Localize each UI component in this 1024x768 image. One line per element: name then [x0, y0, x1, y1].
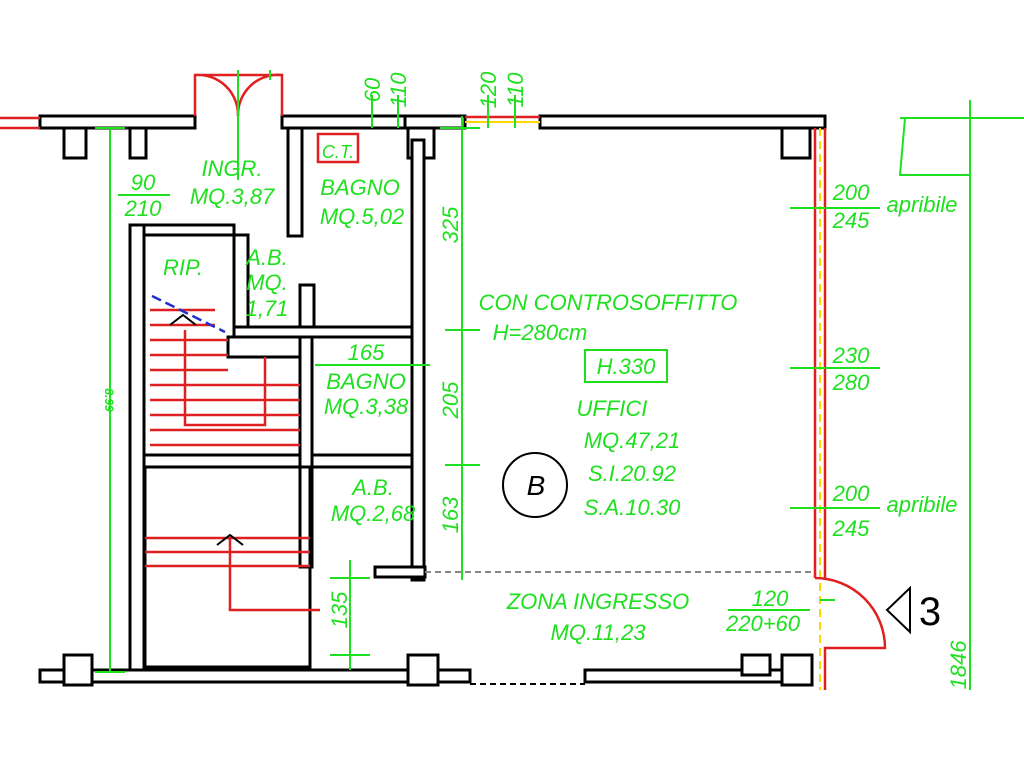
dim-325: 325: [438, 206, 463, 243]
labels: INGR. MQ.3,87 C.T. BAGNO MQ.5,02 90 210 …: [102, 71, 971, 690]
bagno2-width: 165: [348, 340, 385, 365]
ab2-area: MQ.2,68: [331, 501, 416, 526]
ab2-name: A.B.: [350, 475, 394, 500]
ab1-name: A.B.: [244, 245, 288, 270]
dim-overall-left: 8.99: [102, 388, 116, 412]
dim-overall-right: 1846: [946, 640, 971, 690]
uffici-note1: CON CONTROSOFFITTO: [479, 290, 738, 315]
win3-note: apribile: [887, 492, 958, 517]
dimension-lines: [95, 70, 1024, 690]
section-marker: 3: [885, 585, 941, 635]
ab1-area2: 1,71: [246, 296, 289, 321]
ct-label: C.T.: [322, 142, 354, 162]
dim-163: 163: [438, 496, 463, 533]
bagno1-area: MQ.5,02: [320, 204, 404, 229]
bagno1-name: BAGNO: [320, 175, 399, 200]
dim-135: 135: [327, 591, 352, 628]
uffici-name: UFFICI: [577, 396, 648, 421]
win3-h: 245: [832, 516, 870, 541]
entrance-w: 120: [752, 586, 789, 611]
section-marker-label: 3: [919, 590, 941, 634]
dim-top-120: 120: [476, 71, 501, 108]
bagno2-name: BAGNO: [326, 369, 405, 394]
win1-w: 200: [832, 180, 870, 205]
door-left-w: 90: [131, 170, 156, 195]
unit-label: B: [527, 470, 546, 501]
win3-w: 200: [832, 481, 870, 506]
unit-circle: [502, 452, 568, 518]
uffici-sa: S.A.10.30: [584, 495, 681, 520]
ingr-area: MQ.3,87: [190, 184, 275, 209]
win2-w: 230: [832, 343, 870, 368]
zona-name: ZONA INGRESSO: [506, 589, 690, 614]
dim-top-110b: 110: [503, 72, 528, 108]
dim-top-60: 60: [360, 77, 385, 102]
uffici-note2: H=280cm: [493, 320, 588, 345]
uffici-height: H.330: [597, 354, 656, 379]
bagno2-area: MQ.3,38: [324, 394, 409, 419]
uffici-si: S.I.20.92: [588, 461, 676, 486]
uffici-area: MQ.47,21: [584, 428, 681, 453]
win1-h: 245: [832, 208, 870, 233]
entrance-h: 220+60: [725, 611, 801, 636]
zona-area: MQ.11,23: [551, 620, 647, 645]
ab1-area1: MQ.: [246, 270, 288, 295]
dim-205: 205: [438, 381, 463, 419]
ingr-name: INGR.: [201, 156, 262, 181]
dim-top-110a: 110: [386, 72, 411, 108]
walls: [38, 114, 827, 687]
win2-h: 280: [832, 370, 870, 395]
door-left-h: 210: [124, 196, 162, 221]
win1-note: apribile: [887, 192, 958, 217]
rip-name: RIP.: [163, 255, 203, 280]
